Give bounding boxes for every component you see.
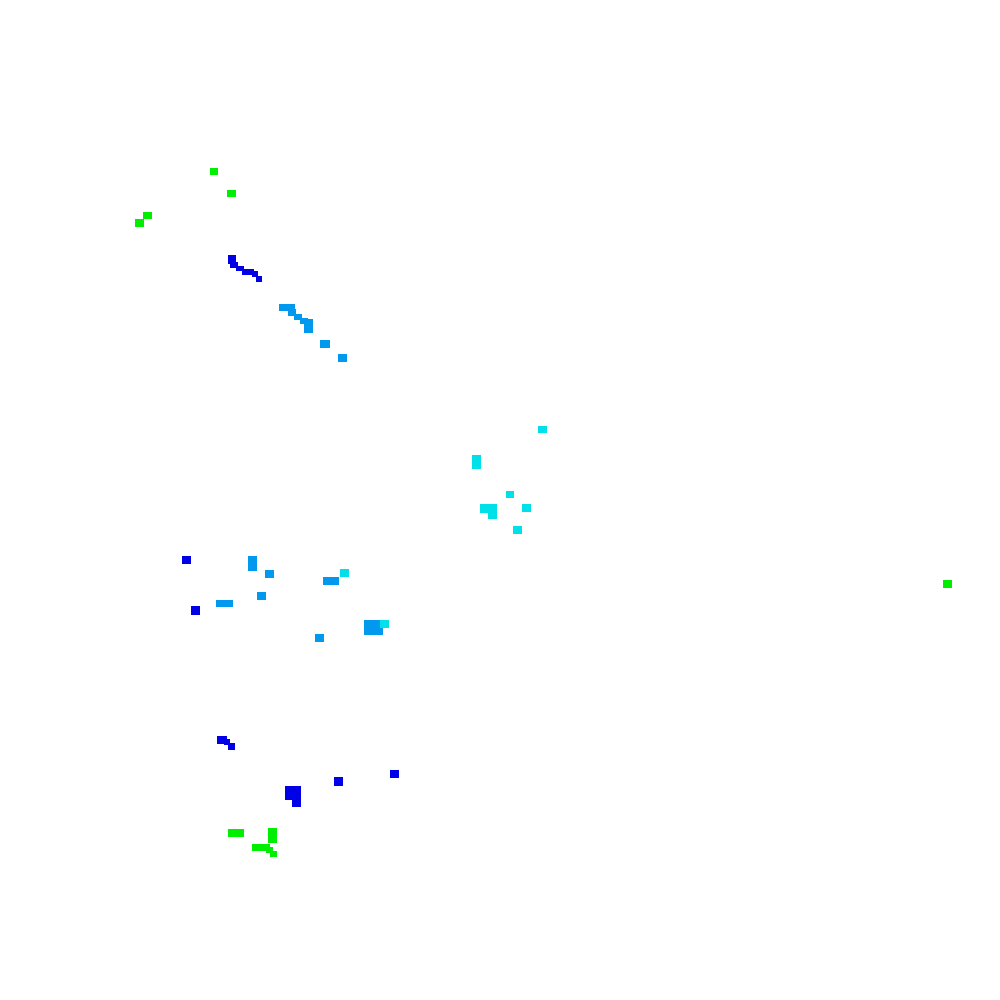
pixel-mark xyxy=(304,319,313,333)
pixel-mark xyxy=(538,426,547,433)
pixel-mark xyxy=(292,799,301,807)
pixel-mark xyxy=(266,847,273,853)
pixel-mark xyxy=(252,844,270,851)
pixel-mark xyxy=(268,828,277,843)
pixel-mark xyxy=(288,309,296,316)
pixel-mark xyxy=(488,511,497,519)
cluster-green-right xyxy=(943,580,952,588)
pixel-mark xyxy=(217,736,227,744)
cluster-green-bottom xyxy=(228,828,277,857)
pixel-mark xyxy=(380,620,389,628)
pixel-mark xyxy=(506,491,514,498)
pixel-mark xyxy=(279,304,295,311)
pixel-mark xyxy=(340,569,349,577)
pixel-mark xyxy=(143,212,152,219)
marks-layer xyxy=(135,168,952,857)
pixel-mark xyxy=(315,634,324,642)
pixel-mark xyxy=(224,739,230,745)
cluster-blue-top xyxy=(228,255,262,282)
pixel-mark xyxy=(256,276,262,282)
pixel-mark xyxy=(210,168,218,175)
pixel-mark xyxy=(334,777,343,786)
cluster-green-top xyxy=(135,168,236,227)
pixel-mark xyxy=(230,262,238,268)
pixel-mark xyxy=(135,219,144,227)
pixel-mark xyxy=(320,340,330,348)
pixel-mark xyxy=(191,606,200,615)
pixel-mark xyxy=(294,314,302,320)
pixel-mark xyxy=(252,271,258,277)
pixel-mark xyxy=(228,829,244,837)
pixel-mark xyxy=(228,255,236,264)
pixel-mark xyxy=(513,526,522,534)
pixel-mark xyxy=(323,577,339,585)
pixel-mark xyxy=(265,570,274,578)
pixel-mark xyxy=(242,269,254,275)
pixel-mark xyxy=(216,600,233,607)
pixel-mark xyxy=(228,743,235,750)
pixel-mark xyxy=(364,620,383,635)
pixel-mark xyxy=(248,556,257,571)
pixel-mark xyxy=(522,504,531,512)
pixel-mark xyxy=(338,354,347,362)
pixel-mark xyxy=(182,556,191,564)
pixel-mark xyxy=(472,455,481,469)
pixel-mark xyxy=(257,592,266,600)
pixel-mark xyxy=(236,266,244,271)
cluster-mixed-middle xyxy=(182,556,389,642)
cluster-sky-top xyxy=(279,304,347,362)
cluster-cyan-center xyxy=(472,426,547,534)
pixel-mark xyxy=(943,580,952,588)
pixel-mark xyxy=(270,851,277,857)
pixel-mark xyxy=(390,770,399,778)
pixel-mark xyxy=(227,190,236,197)
pixel-mark xyxy=(480,504,497,513)
cluster-blue-bottom xyxy=(217,736,399,807)
pixel-mark xyxy=(285,786,301,800)
